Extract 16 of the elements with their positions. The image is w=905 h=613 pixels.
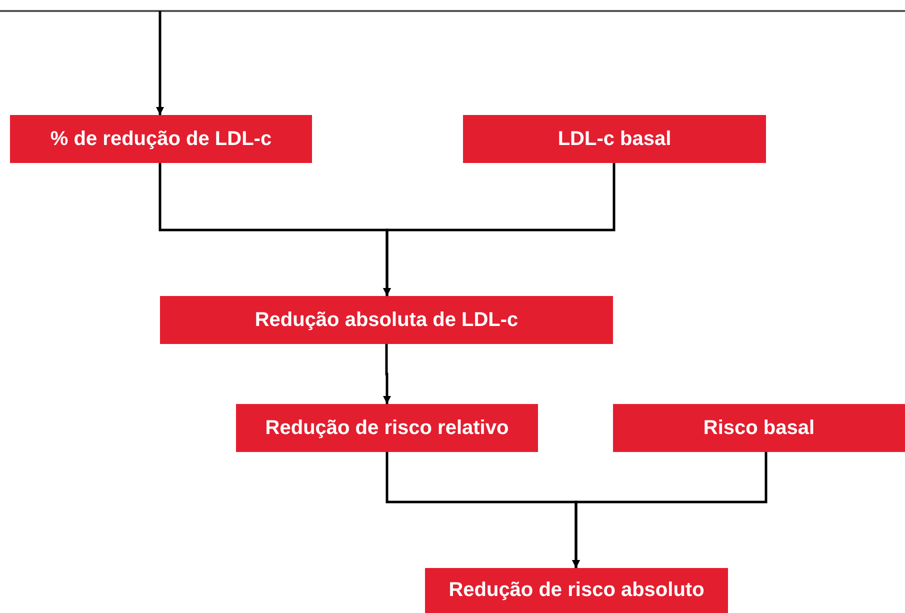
process-box — [613, 404, 905, 452]
arrow — [156, 11, 164, 115]
box-label: Redução de risco absoluto — [448, 578, 704, 603]
process-box — [425, 568, 728, 613]
box-label: Redução de risco relativo — [265, 416, 509, 440]
arrow — [572, 452, 768, 568]
process-box — [236, 404, 538, 452]
process-box — [160, 296, 613, 344]
box-label: Redução absoluta de LDL-c — [254, 308, 518, 332]
process-box — [463, 115, 766, 163]
arrow — [383, 344, 391, 404]
arrow — [383, 163, 616, 296]
box-label: LDL-c basal — [558, 126, 672, 152]
process-box — [10, 115, 312, 163]
box-label: % de redução de LDL-c — [50, 126, 272, 152]
box-label: Risco basal — [703, 416, 815, 440]
